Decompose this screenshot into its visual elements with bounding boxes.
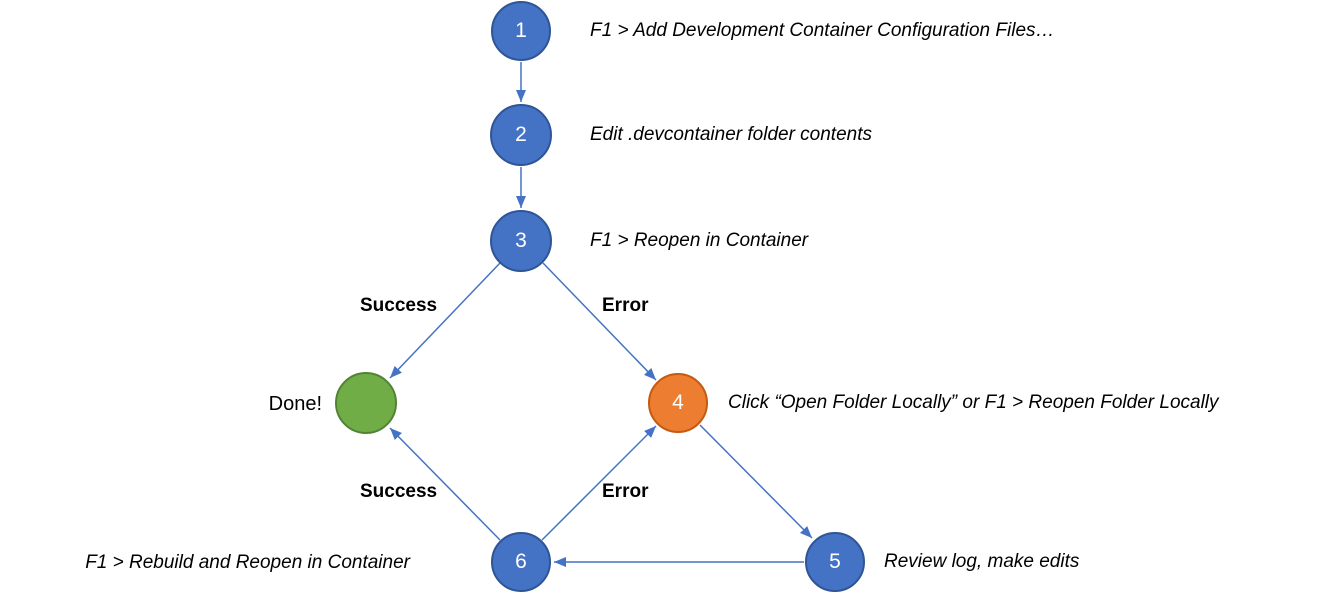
- node-done: [335, 372, 397, 434]
- step-6-description: F1 > Rebuild and Reopen in Container: [85, 552, 410, 573]
- edge-6-to-done-arrow: [389, 427, 501, 541]
- node-step-3-number: 3: [515, 229, 527, 252]
- edge-label-success-top: Success: [360, 295, 438, 316]
- done-label: Done!: [268, 393, 322, 415]
- edge-label-success-bottom: Success: [360, 481, 438, 502]
- step-5-description: Review log, make edits: [884, 551, 1080, 572]
- step-1-description: F1 > Add Development Container Configura…: [590, 20, 1055, 41]
- node-step-5: 5: [805, 532, 865, 592]
- edge-6-to-4-arrow: [541, 425, 657, 541]
- edge-label-error-top: Error: [602, 295, 649, 316]
- node-step-4: 4: [648, 373, 708, 433]
- node-step-4-number: 4: [672, 391, 684, 414]
- step-4-description: Click “Open Folder Locally” or F1 > Reop…: [728, 392, 1219, 413]
- node-step-6: 6: [491, 532, 551, 592]
- edge-3-to-done-arrow: [389, 262, 501, 379]
- node-step-1-number: 1: [515, 19, 527, 42]
- edge-4-to-5-arrow: [699, 424, 813, 539]
- edge-label-error-bottom: Error: [602, 481, 649, 502]
- node-step-6-number: 6: [515, 550, 527, 573]
- node-step-2-number: 2: [515, 123, 527, 146]
- node-step-2: 2: [490, 104, 552, 166]
- node-step-5-number: 5: [829, 550, 841, 573]
- edge-3-to-4-arrow: [542, 262, 657, 381]
- node-step-1: 1: [491, 1, 551, 61]
- step-2-description: Edit .devcontainer folder contents: [590, 124, 873, 145]
- step-3-description: F1 > Reopen in Container: [590, 230, 809, 251]
- node-step-3: 3: [490, 210, 552, 272]
